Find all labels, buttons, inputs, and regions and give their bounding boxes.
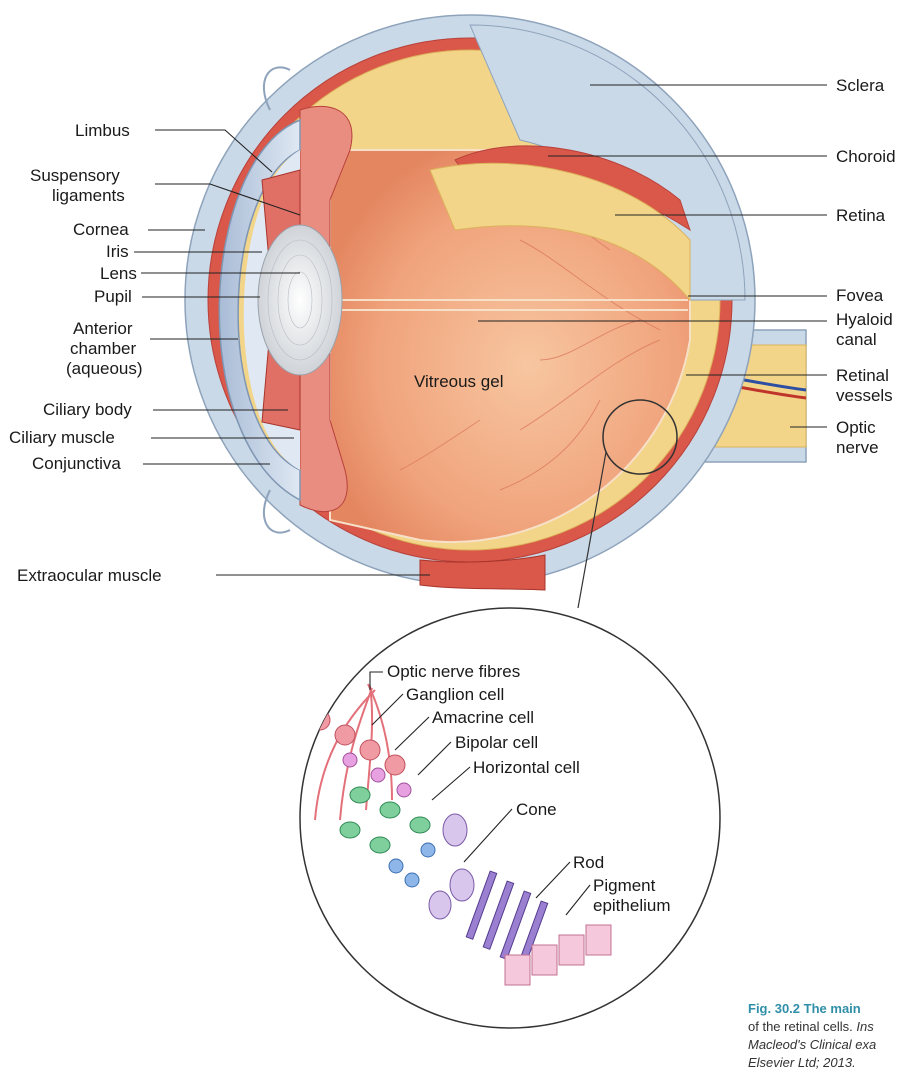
eyeball [185,15,806,610]
label-rod: Rod [573,853,604,872]
label-suspensory-2: ligaments [52,186,125,205]
label-iris: Iris [106,242,129,261]
label-anterior-2: chamber [70,339,136,358]
label-cone: Cone [516,800,557,819]
label-ciliary-body: Ciliary body [43,400,132,419]
label-optic-2: nerve [836,438,879,457]
label-amacrine: Amacrine cell [432,708,534,727]
label-ciliary-muscle: Ciliary muscle [9,428,115,447]
label-optic-fibres: Optic nerve fibres [387,662,520,681]
label-fovea: Fovea [836,286,884,305]
label-pigment-2: epithelium [593,896,671,915]
label-optic-1: Optic [836,418,876,437]
caption-line-2: of the retinal cells. Ins [748,1018,917,1036]
lens [258,225,342,375]
label-extraocular: Extraocular muscle [17,566,162,585]
label-conjunctiva: Conjunctiva [32,454,121,473]
caption-line-1: Fig. 30.2 The main [748,1000,917,1018]
eye-anatomy-diagram: Limbus Suspensory ligaments Cornea Iris … [0,0,917,1036]
label-sclera: Sclera [836,76,885,95]
label-anterior-3: (aqueous) [66,359,143,378]
retina-inset: Optic nerve fibres Ganglion cell Amacrin… [300,608,720,1028]
figure-caption: Fig. 30.2 The main of the retinal cells.… [748,1000,917,1072]
label-suspensory-1: Suspensory [30,166,120,185]
label-pigment-1: Pigment [593,876,656,895]
label-retinal-vessels-1: Retinal [836,366,889,385]
label-hyaloid-2: canal [836,330,877,349]
label-choroid: Choroid [836,147,896,166]
label-pupil: Pupil [94,287,132,306]
label-retina: Retina [836,206,886,225]
label-limbus: Limbus [75,121,130,140]
label-horizontal: Horizontal cell [473,758,580,777]
label-vitreous: Vitreous gel [414,372,503,391]
label-bipolar: Bipolar cell [455,733,538,752]
caption-fig-number: Fig. 30.2 [748,1001,800,1016]
caption-line-4: Elsevier Ltd; 2013. [748,1054,917,1072]
caption-line-3: Macleod's Clinical exa [748,1036,917,1054]
caption-title: The main [804,1001,861,1016]
label-cornea: Cornea [73,220,129,239]
label-anterior-1: Anterior [73,319,133,338]
label-lens: Lens [100,264,137,283]
label-ganglion: Ganglion cell [406,685,504,704]
label-retinal-vessels-2: vessels [836,386,893,405]
label-hyaloid-1: Hyaloid [836,310,893,329]
caption-line-2-text: of the retinal cells. [748,1019,853,1034]
caption-line-2-italic: Ins [856,1019,873,1034]
